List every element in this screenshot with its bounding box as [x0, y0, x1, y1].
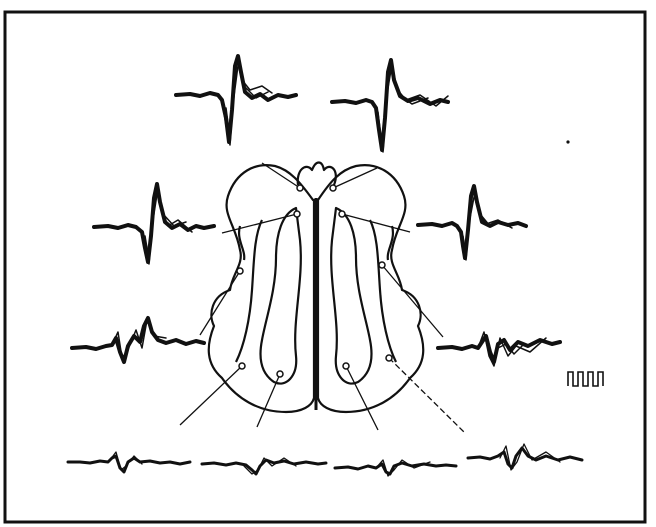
electrode-dot	[277, 371, 283, 377]
connector-right-frontal-pole	[333, 168, 377, 188]
connector-left-frontal-pole	[262, 163, 300, 188]
waveform-left-frontal	[94, 184, 214, 264]
electrode-dot	[237, 268, 243, 274]
electrode-dot	[239, 363, 245, 369]
connector-right-parietal	[389, 358, 465, 433]
waveform-left-central	[72, 318, 204, 362]
waveform-right-frontal-pole	[332, 60, 448, 152]
electrode-dot	[343, 363, 349, 369]
left-sulcus-1	[261, 208, 301, 384]
frontal-bumps	[298, 163, 336, 186]
connector-left-central	[200, 271, 240, 335]
figure-frame	[5, 12, 645, 522]
square-wave-calibration-icon	[568, 372, 603, 386]
connector-lines	[180, 163, 465, 433]
waveform-left-frontal-pole	[176, 56, 296, 145]
waveform-right-frontal	[418, 186, 526, 260]
electrode-dot	[294, 211, 300, 217]
waveform-right-medial-parietal	[335, 460, 456, 476]
electrode-dot	[386, 355, 392, 361]
electrode-dot	[330, 185, 336, 191]
connector-left-parietal	[180, 366, 242, 425]
right-sulcus-1	[331, 208, 371, 384]
connector-left-medial-parietal	[257, 374, 280, 427]
electrode-dot	[339, 211, 345, 217]
waveform-left-parietal	[68, 452, 190, 472]
waveform-right-central	[438, 332, 560, 366]
waveform-traces	[68, 56, 582, 476]
connector-left-frontal	[222, 214, 297, 233]
waveform-left-medial-parietal	[202, 458, 326, 474]
stray-mark	[566, 140, 569, 143]
connector-right-medial-parietal	[346, 366, 378, 430]
electrode-dot	[379, 262, 385, 268]
connector-right-central	[382, 265, 443, 337]
waveform-right-parietal	[468, 444, 582, 470]
brain-outline	[209, 163, 424, 413]
electrode-dot	[297, 185, 303, 191]
